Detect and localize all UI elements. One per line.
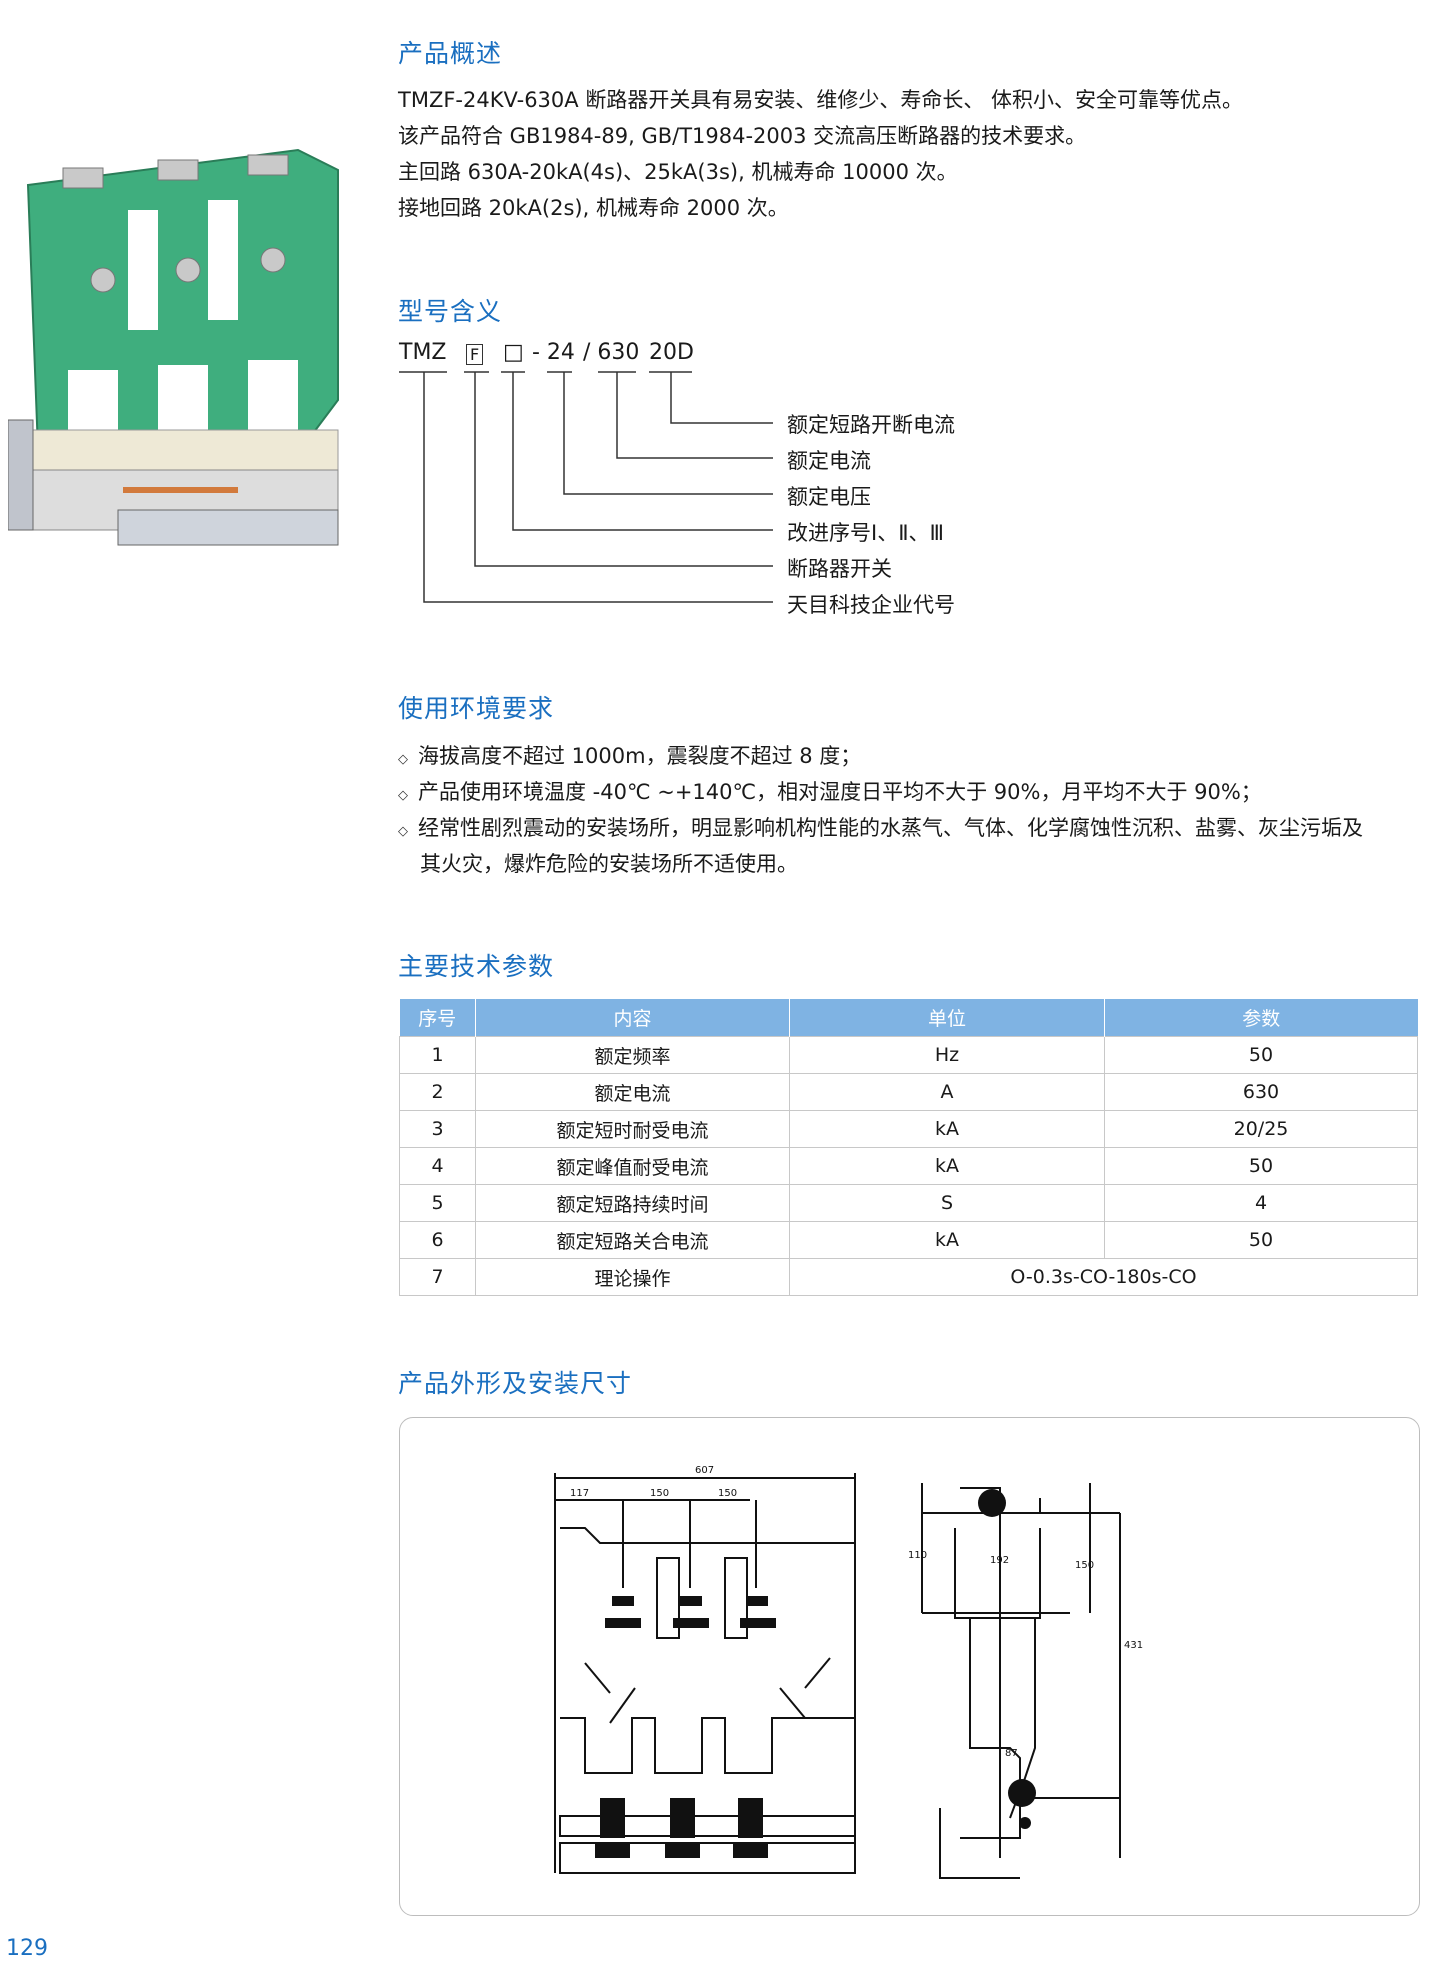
- model-code-leader-lines: [399, 371, 773, 603]
- table-cell: A: [789, 1073, 1105, 1111]
- code-part: 20D: [649, 340, 694, 365]
- column-header: 单位: [789, 999, 1105, 1037]
- table-cell: 额定频率: [475, 1036, 790, 1074]
- overview-line: 该产品符合 GB1984-89, GB/T1984-2003 交流高压断路器的技…: [398, 124, 1087, 148]
- diamond-bullet-icon: ◇: [398, 824, 408, 839]
- dim-label: 431: [1124, 1640, 1143, 1651]
- dim-label: 87: [1005, 1748, 1018, 1759]
- dim-label: 117: [570, 1488, 589, 1499]
- table-cell: Hz: [789, 1036, 1105, 1074]
- table-cell: 50: [1104, 1036, 1418, 1074]
- diamond-bullet-icon: ◇: [398, 788, 408, 803]
- env-item-continuation: 其火灾，爆炸危险的安装场所不适使用。: [420, 852, 798, 876]
- table-cell: 额定短路关合电流: [475, 1221, 790, 1259]
- table-cell: 理论操作: [475, 1258, 790, 1296]
- table-cell: 额定峰值耐受电流: [475, 1147, 790, 1185]
- env-item: ◇经常性剧烈震动的安装场所，明显影响机构性能的水蒸气、气体、化学腐蚀性沉积、盐雾…: [398, 816, 1363, 840]
- table-cell: 4: [399, 1147, 476, 1185]
- dim-label: 110: [908, 1550, 927, 1561]
- page-number: 129: [6, 1936, 48, 1961]
- meaning-label: 额定电压: [787, 485, 871, 509]
- overview-line: 主回路 630A-20kA(4s)、25kA(3s), 机械寿命 10000 次…: [398, 160, 958, 184]
- section-heading-overview: 产品概述: [398, 39, 503, 68]
- table-cell: 50: [1104, 1221, 1418, 1259]
- table-cell: 额定短时耐受电流: [475, 1110, 790, 1148]
- env-item: ◇海拔高度不超过 1000m，震裂度不超过 8 度；: [398, 744, 862, 768]
- table-cell: 630: [1104, 1073, 1418, 1111]
- dim-label: 150: [1075, 1560, 1094, 1571]
- code-part: TMZ: [399, 340, 447, 365]
- column-header: 内容: [475, 999, 790, 1037]
- table-cell: 1: [399, 1036, 476, 1074]
- meaning-label: 断路器开关: [787, 557, 892, 581]
- overview-line: 接地回路 20kA(2s), 机械寿命 2000 次。: [398, 196, 789, 220]
- table-header-row: 序号 内容 单位 参数: [399, 999, 1418, 1037]
- column-header: 序号: [399, 999, 476, 1037]
- table-cell: kA: [789, 1147, 1105, 1185]
- dim-label: 150: [718, 1488, 737, 1499]
- code-part: / 630: [583, 340, 640, 365]
- diamond-bullet-icon: ◇: [398, 752, 408, 767]
- product-photo: [8, 148, 339, 546]
- section-heading-environment: 使用环境要求: [398, 694, 555, 723]
- column-header: 参数: [1104, 999, 1418, 1037]
- dim-label: 150: [650, 1488, 669, 1499]
- section-heading-model: 型号含义: [398, 297, 503, 326]
- meaning-label: 改进序号Ⅰ、Ⅱ、Ⅲ: [787, 521, 945, 545]
- front-view-drawing: 607 117 150 150 110 150 192 87 431: [554, 1465, 1143, 1879]
- table-cell: kA: [789, 1110, 1105, 1148]
- table-cell: kA: [789, 1221, 1105, 1259]
- dimension-drawing-panel: 607 117 150 150 110 150 192 87 431: [399, 1417, 1420, 1916]
- table-cell: 3: [399, 1110, 476, 1148]
- meaning-label: 额定短路开断电流: [787, 413, 955, 437]
- meaning-label: 额定电流: [787, 449, 871, 473]
- section-heading-params: 主要技术参数: [398, 952, 555, 981]
- table-cell: 50: [1104, 1147, 1418, 1185]
- dim-label: 192: [990, 1555, 1009, 1566]
- code-part: □: [503, 340, 524, 365]
- overview-line: TMZF-24KV-630A 断路器开关具有易安装、维修少、寿命长、 体积小、安…: [398, 88, 1243, 112]
- table-cell: 4: [1104, 1184, 1418, 1222]
- table-cell: S: [789, 1184, 1105, 1222]
- table-cell: 额定短路持续时间: [475, 1184, 790, 1222]
- code-part: - 24: [532, 340, 575, 365]
- table-cell: 额定电流: [475, 1073, 790, 1111]
- meaning-label: 天目科技企业代号: [787, 593, 955, 617]
- dim-label: 607: [695, 1465, 714, 1476]
- table-cell: 5: [399, 1184, 476, 1222]
- table-cell: O-0.3s-CO-180s-CO: [789, 1258, 1418, 1296]
- section-heading-dimensions: 产品外形及安装尺寸: [398, 1369, 633, 1398]
- table-cell: 7: [399, 1258, 476, 1296]
- table-cell: 2: [399, 1073, 476, 1111]
- table-cell: 6: [399, 1221, 476, 1259]
- env-item: ◇产品使用环境温度 -40℃ ~+140℃，相对湿度日平均不大于 90%，月平均…: [398, 780, 1262, 804]
- table-cell: 20/25: [1104, 1110, 1418, 1148]
- code-part: F: [466, 344, 484, 365]
